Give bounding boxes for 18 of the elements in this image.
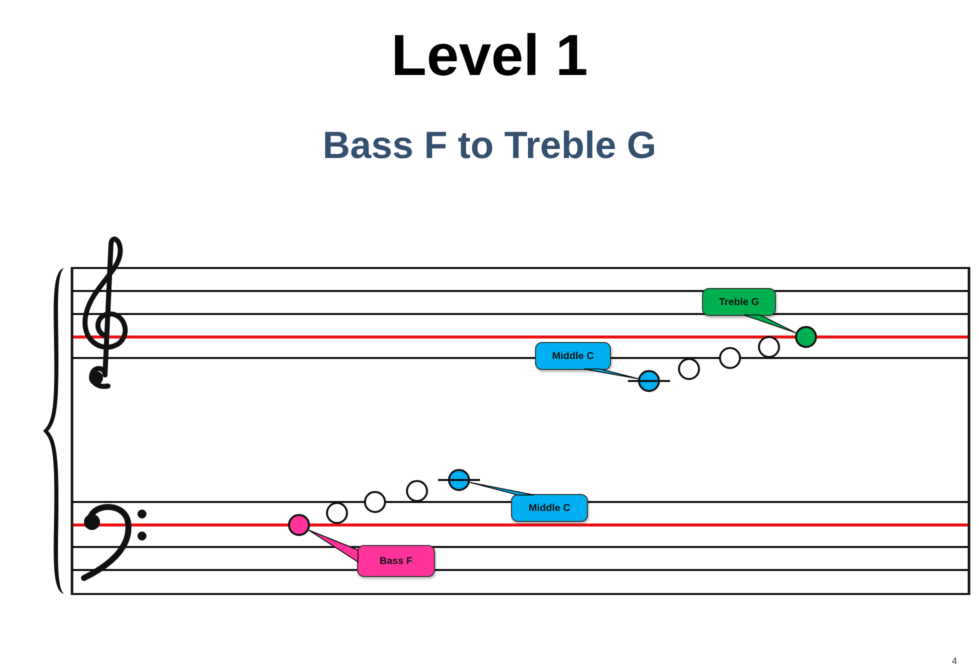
note-head: [628, 370, 670, 392]
note-head: [406, 480, 428, 502]
note-head: [678, 358, 700, 380]
note-head: [795, 326, 817, 348]
note-head: [364, 491, 386, 513]
note-head: [719, 347, 741, 369]
callout-pointer: [744, 314, 796, 334]
callout-bubble: Bass F: [357, 545, 435, 577]
note-head: [438, 469, 480, 491]
note-head: [288, 514, 310, 536]
callout-pointer: [469, 482, 534, 496]
note-head: [326, 502, 348, 524]
callout-pointer: [584, 368, 639, 380]
note-head: [758, 336, 780, 358]
slide-subtitle: Bass F to Treble G: [322, 125, 656, 167]
callout-pointer: [308, 530, 358, 563]
slide-title: Level 1: [391, 23, 588, 88]
page-number: 4: [952, 656, 957, 666]
